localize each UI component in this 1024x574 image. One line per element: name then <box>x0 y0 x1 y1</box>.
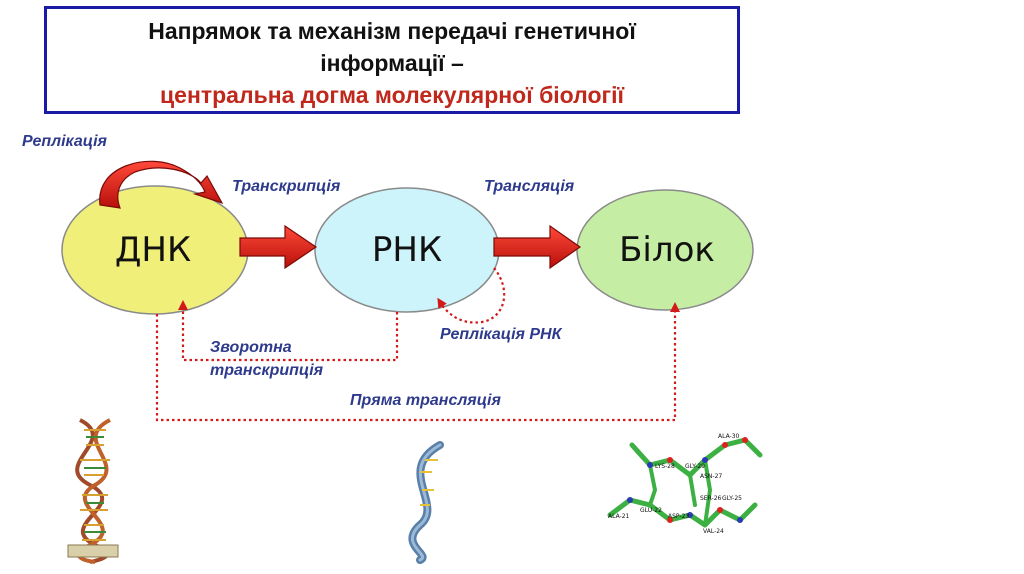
title-box: Напрямок та механізм передачі генетичної… <box>44 6 740 114</box>
residue-label: VAL-24 <box>703 528 724 535</box>
translation-arrow <box>493 224 582 270</box>
transcription-arrow <box>239 224 318 270</box>
title-line-3: центральна догма молекулярної біології <box>160 82 624 108</box>
residue-label: SER-26 <box>700 495 722 502</box>
protein-node <box>576 189 754 311</box>
rna-label: РНК <box>372 230 442 270</box>
residue-label: ASN-27 <box>700 473 722 480</box>
protein-structure-image: ALA-30 LYS-28 GLY-29 ASN-27 SER-26 GLY-2… <box>607 433 763 535</box>
dna-label: ДНК <box>115 230 191 270</box>
reverse-transcription-label-1: Зворотна <box>210 339 292 356</box>
reverse-transcription-arrow <box>178 300 399 362</box>
rna-replication-arrow <box>437 267 506 324</box>
direct-translation-label: Пряма трансляція <box>350 392 502 409</box>
residue-label: LYS-28 <box>655 463 675 470</box>
protein-label: Білок <box>619 230 715 270</box>
replication-arrow <box>99 160 224 209</box>
replication-label: Реплікація <box>22 133 108 150</box>
title-line-2: інформації – <box>320 50 464 76</box>
residue-label: ALA-21 <box>608 513 630 520</box>
dna-helix-image <box>67 418 119 564</box>
residue-label: GLY-25 <box>722 495 742 502</box>
rna-helix-image <box>408 441 444 564</box>
residue-label: GLY-29 <box>685 463 705 470</box>
residue-label: ASP-23 <box>668 513 689 520</box>
residue-label: ALA-30 <box>718 433 740 440</box>
title-line-1: Напрямок та механізм передачі генетичної <box>148 18 636 44</box>
transcription-label: Транскрипція <box>232 178 341 195</box>
reverse-transcription-label-2: транскрипція <box>210 362 324 379</box>
translation-label: Трансляція <box>484 178 575 195</box>
rna-replication-label: Реплікація РНК <box>440 326 563 343</box>
direct-translation-arrow <box>155 302 680 422</box>
residue-label: GLU-22 <box>640 507 662 514</box>
